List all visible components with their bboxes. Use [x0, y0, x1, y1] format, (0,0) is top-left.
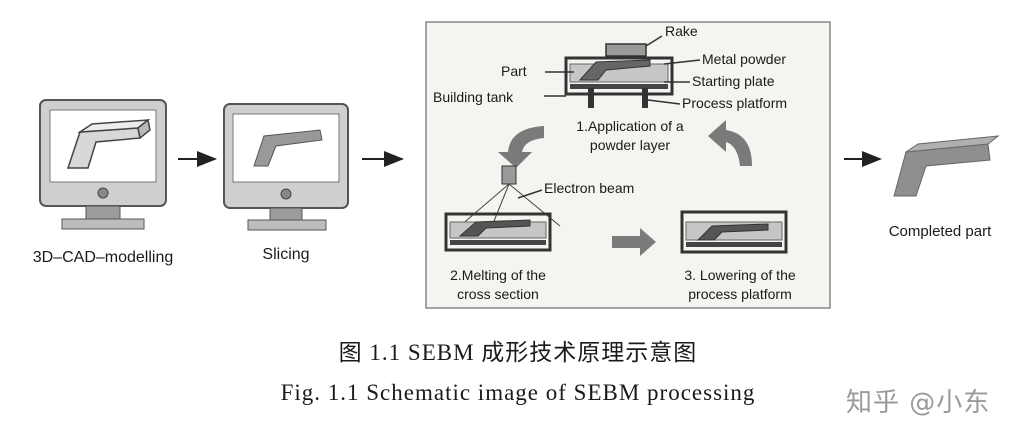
build-tank-melting: [444, 212, 552, 252]
step1-label-line1: 1.Application of a: [576, 118, 684, 134]
step3-label-line1: 3. Lowering of the: [684, 267, 796, 283]
metal-powder-label: Metal powder: [702, 51, 786, 67]
build-tank-top: [564, 43, 674, 108]
slicing-monitor: [223, 103, 349, 231]
step2-label-line1: 2.Melting of the: [450, 267, 546, 283]
cad-monitor: [39, 99, 167, 230]
starting-plate-label: Starting plate: [692, 73, 775, 89]
sebm-process-diagram: 3D–CAD–modelling Slicing Rake Part: [33, 21, 1000, 309]
process-panel: Rake Part Metal powder Starting plate Bu…: [425, 21, 831, 309]
cad-label: 3D–CAD–modelling: [33, 249, 174, 266]
step2-label-line2: cross section: [457, 286, 539, 302]
completed-part-label: Completed part: [889, 223, 992, 240]
curved-arrow-right: [708, 120, 752, 166]
slicing-label: Slicing: [262, 246, 309, 263]
electron-beam-label: Electron beam: [544, 180, 634, 196]
part-label: Part: [501, 63, 527, 79]
building-tank-label: Building tank: [433, 89, 514, 105]
step3-label-line2: process platform: [688, 286, 791, 302]
figure-caption-chinese: 图 1.1 SEBM 成形技术原理示意图: [338, 340, 698, 365]
step1-label-line2: powder layer: [590, 137, 670, 153]
rake-label: Rake: [665, 23, 698, 39]
cad-part-icon: [66, 118, 151, 169]
sliced-part-icon: [253, 129, 323, 167]
process-platform-label: Process platform: [682, 95, 787, 111]
curved-arrow-left: [498, 126, 544, 168]
figure-caption-english: Fig. 1.1 Schematic image of SEBM process…: [280, 380, 756, 405]
build-tank-lowering: [680, 210, 788, 254]
arrow-melting-to-lowering: [612, 228, 656, 256]
completed-part-icon: [893, 135, 1000, 197]
watermark: 知乎 @小东: [846, 388, 991, 418]
